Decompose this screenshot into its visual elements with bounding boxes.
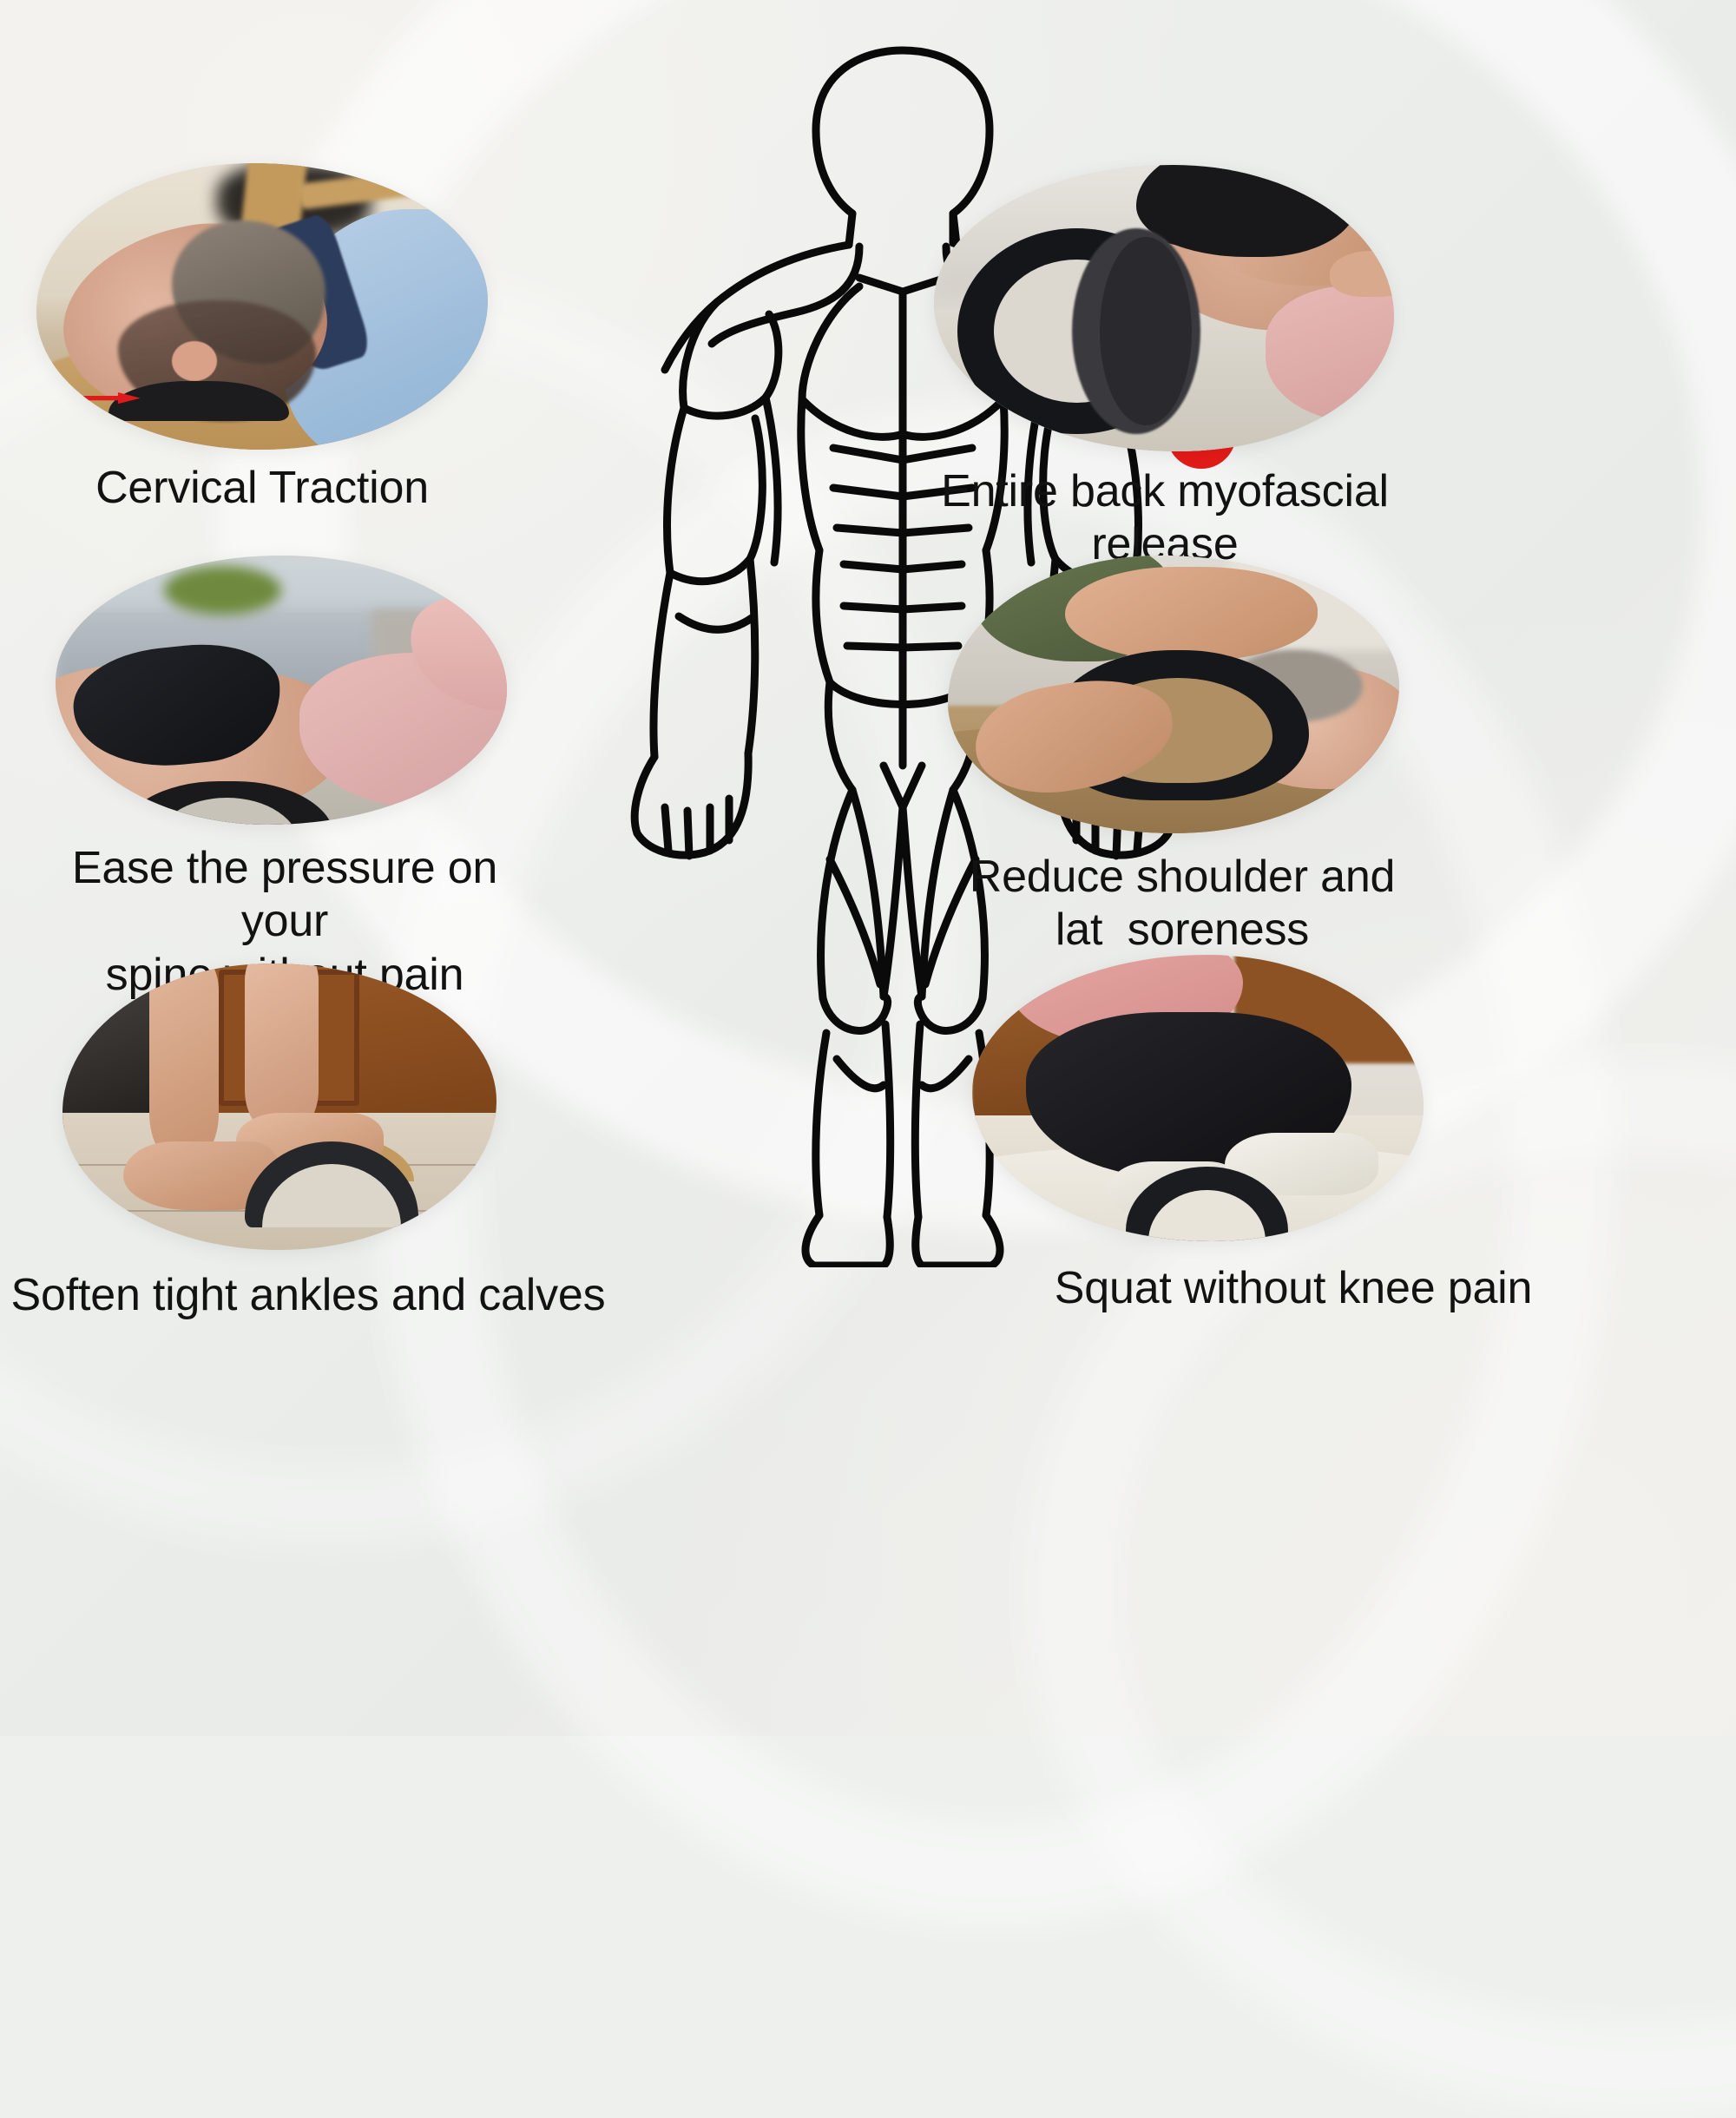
feature-photo-back-myofascial-release: [934, 165, 1394, 451]
feature-caption-reduce-shoulder-lat-soreness: Reduce shoulder and lat soreness: [969, 852, 1396, 956]
feature-photo-reduce-shoulder-lat-soreness: [948, 556, 1399, 833]
feature-card-reduce-shoulder-lat-soreness[interactable]: Reduce shoulder and lat soreness: [922, 556, 1443, 957]
feature-caption-soften-ankles-calves: Soften tight ankles and calves: [10, 1270, 606, 1320]
feature-card-squat-without-knee-pain[interactable]: Squat without knee pain: [963, 955, 1623, 1315]
photo-scene: [934, 165, 1394, 451]
feature-photo-cervical-traction: [36, 163, 488, 450]
feature-photo-squat-without-knee-pain: [972, 955, 1424, 1241]
photo-scene: [62, 964, 496, 1250]
photo-scene: [36, 163, 488, 450]
feature-photo-ease-spine-pressure: [56, 556, 507, 825]
feature-card-ease-spine-pressure[interactable]: Ease the pressure on your spine without …: [24, 556, 545, 1002]
feature-caption-cervical-traction: Cervical Traction: [95, 463, 429, 513]
feature-card-back-myofascial-release[interactable]: Entire back myofascial release: [922, 165, 1408, 572]
photo-scene: [56, 556, 507, 825]
photo-scene: [972, 955, 1424, 1241]
photo-scene: [948, 556, 1399, 833]
feature-caption-squat-without-knee-pain: Squat without knee pain: [1054, 1263, 1533, 1313]
feature-photo-soften-ankles-calves: [62, 964, 496, 1250]
feature-card-soften-ankles-calves[interactable]: Soften tight ankles and calves: [9, 964, 608, 1322]
feature-card-cervical-traction[interactable]: Cervical Traction: [36, 163, 488, 515]
